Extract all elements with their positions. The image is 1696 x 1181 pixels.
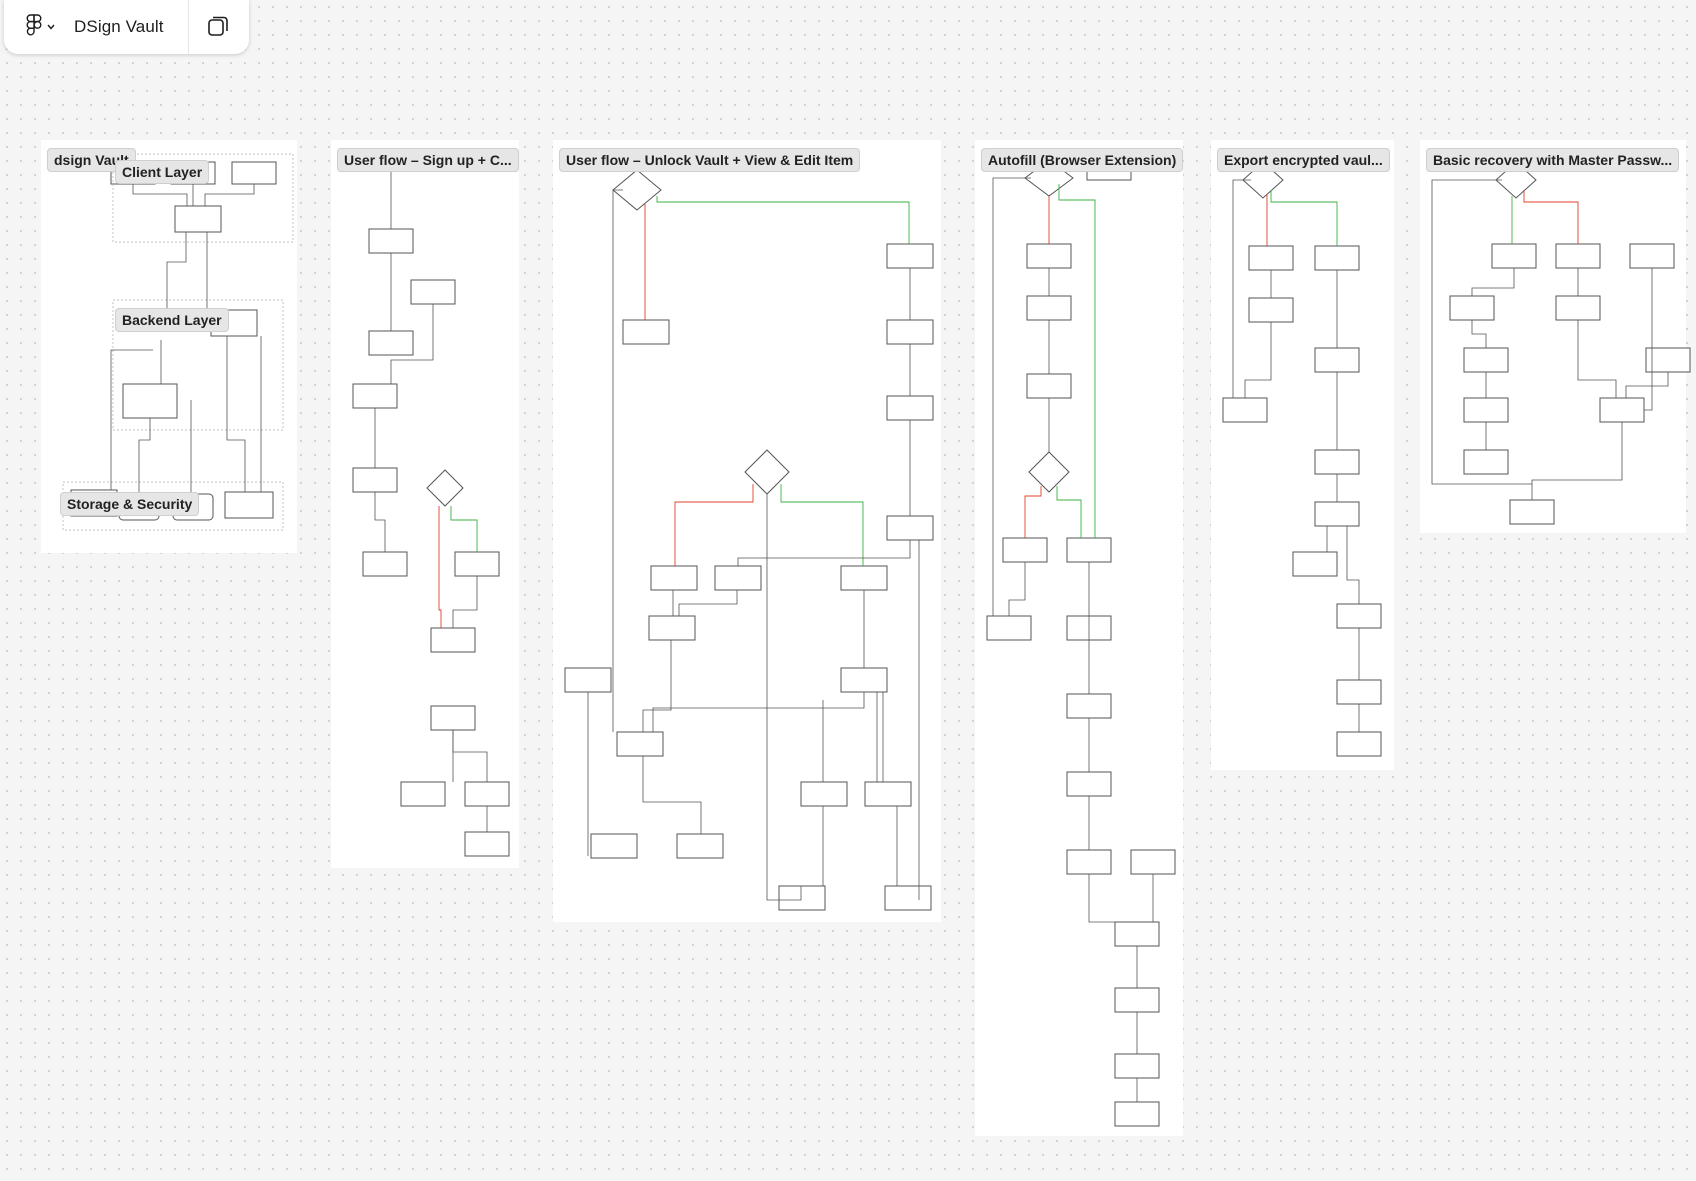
section-signup-flow[interactable]: User flow – Sign up + C... [331, 140, 519, 868]
section-title[interactable]: User flow – Sign up + C... [337, 148, 519, 172]
recovery-flow-diagram [1431, 161, 1691, 525]
signup-flow-diagram [352, 170, 510, 857]
section-recovery-flow[interactable]: Basic recovery with Master Passw... [1420, 140, 1691, 533]
storage-security-label: Storage & Security [60, 492, 200, 516]
client-layer-label: Client Layer [115, 160, 210, 184]
section-title[interactable]: Autofill (Browser Extension) [981, 148, 1184, 172]
section-title[interactable]: Basic recovery with Master Passw... [1426, 148, 1680, 172]
section-title[interactable]: Export encrypted vaul... [1217, 148, 1390, 172]
pages-icon[interactable] [206, 14, 230, 43]
section-export-flow[interactable]: Export encrypted vaul... [1211, 140, 1394, 770]
toolbar-divider [188, 0, 189, 54]
section-autofill-flow[interactable]: Autofill (Browser Extension) [975, 140, 1184, 1136]
file-title[interactable]: DSign Vault [74, 17, 164, 36]
main-menu-button[interactable] [26, 13, 56, 41]
file-toolbar: DSign Vault [4, 0, 249, 54]
backend-layer-label: Backend Layer [115, 308, 229, 332]
section-unlock-flow[interactable]: User flow – Unlock Vault + View & Edit I… [553, 140, 941, 922]
figma-logo-icon [26, 13, 42, 41]
autofill-flow-diagram [986, 159, 1176, 1127]
export-flow-diagram [1222, 161, 1382, 757]
chevron-down-icon [46, 18, 56, 36]
unlock-flow-diagram [564, 169, 934, 911]
section-architecture[interactable]: dsign Vault Client Layer Backend Layer S… [41, 140, 297, 553]
section-title[interactable]: User flow – Unlock Vault + View & Edit I… [559, 148, 861, 172]
